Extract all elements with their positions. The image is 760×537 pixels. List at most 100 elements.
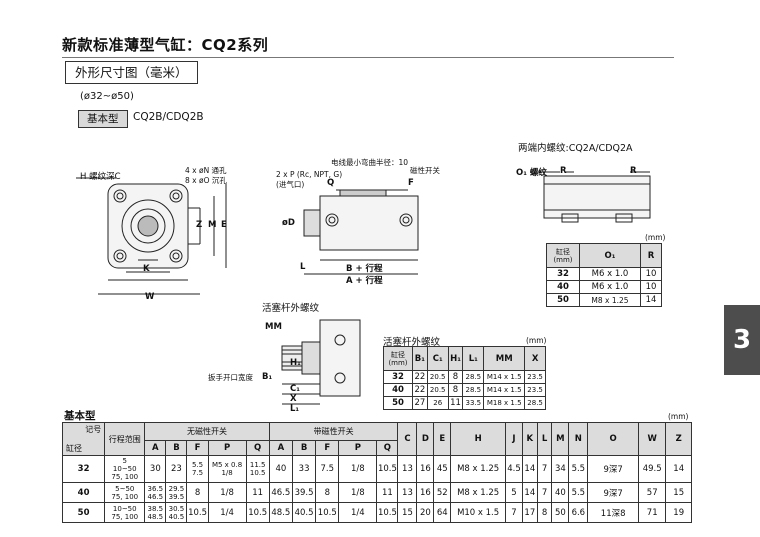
main-row-ns-f: 10.5 — [186, 502, 209, 523]
o1-row-o1: M6 x 1.0 — [579, 267, 641, 281]
rod-row-l1: 28.5 — [462, 370, 485, 384]
rod-table-header-x: X — [524, 346, 546, 371]
side-view-drawing — [303, 189, 419, 275]
main-row-bore: 40 — [61, 482, 106, 503]
main-row-ws-p: 1/4 — [338, 502, 378, 523]
main-table-header-ns-b: B — [165, 440, 188, 456]
main-table-unit: (mm) — [668, 412, 689, 421]
side-a-stroke-label: A + 行程 — [346, 276, 383, 286]
rod-c1-label: C₁ — [290, 384, 300, 394]
main-row-d: 20 — [416, 502, 435, 523]
main-row-m: 50 — [551, 502, 570, 523]
side-wire-radius-label: 电线最小弯曲半径：10 — [331, 158, 409, 167]
page-title: 新款标准薄型气缸：CQ2系列 — [62, 36, 269, 54]
main-table-header-j: J — [505, 422, 523, 456]
rod-mm-label: MM — [265, 322, 282, 332]
main-row-n: 5.5 — [568, 482, 589, 503]
main-row-ns-p: 1/8 — [207, 482, 247, 503]
main-row-o: 9深7 — [587, 482, 639, 503]
main-row-ws-f: 10.5 — [315, 502, 340, 523]
main-row-ns-q: 11 — [245, 482, 270, 503]
main-table-title: 基本型 — [64, 410, 96, 422]
rod-x-label: X — [290, 394, 297, 404]
rod-table-unit: (mm) — [526, 336, 547, 345]
main-row-w: 57 — [637, 482, 667, 503]
title-divider — [62, 57, 674, 58]
rod-row-b1: 22 — [412, 370, 428, 384]
o1-row-r: 14 — [640, 293, 662, 307]
main-row-ws-a: 40 — [268, 455, 293, 483]
main-row-ws-a: 48.5 — [268, 502, 293, 523]
main-row-c: 15 — [397, 502, 418, 523]
rod-row-b1: 22 — [412, 383, 428, 397]
o1-table-unit: (mm) — [645, 233, 666, 242]
main-row-j: 5 — [505, 482, 523, 503]
main-table-header-ws-f: F — [315, 440, 340, 456]
rod-l1-label: L₁ — [290, 404, 300, 414]
main-table-header-ns-p: P — [207, 440, 247, 456]
main-row-ws-b: 39.5 — [291, 482, 317, 503]
main-table-header-stroke: 行程范围 — [104, 422, 146, 456]
basic-type-tag: 基本型 — [78, 110, 128, 128]
o1-row-r: 10 — [640, 267, 662, 281]
rod-row-c1: 20.5 — [426, 370, 449, 384]
main-row-o: 11深8 — [587, 502, 639, 523]
main-row-e: 64 — [433, 502, 452, 523]
main-table-header-ns-a: A — [144, 440, 167, 456]
main-row-j: 4.5 — [505, 455, 523, 483]
side-port-note: (进气口) — [276, 180, 305, 189]
main-row-e: 52 — [433, 482, 452, 503]
main-row-o: 9深7 — [587, 455, 639, 483]
main-row-m: 34 — [551, 455, 570, 483]
side-b-stroke-label: B + 行程 — [346, 264, 383, 274]
rod-table-title: 活塞杆外螺纹 — [383, 337, 441, 348]
both-ends-title: 两端内螺纹:CQ2A/CDQ2A — [518, 143, 633, 154]
front-view-drawing — [76, 177, 227, 295]
main-row-ns-q: 10.5 — [245, 502, 270, 523]
rod-table-header-bore: 缸径(mm) — [383, 346, 413, 371]
front-e-label: E — [221, 220, 227, 230]
main-row-z: 15 — [665, 482, 692, 503]
rod-row-bore: 32 — [383, 370, 413, 384]
o1-row-o1: M6 x 1.0 — [579, 280, 641, 294]
rod-wrench-label: 扳手开口宽度 — [208, 373, 253, 382]
both-ends-o1-label: O₁ 螺纹 — [516, 168, 547, 178]
main-table-corner: 记号 缸径 — [61, 422, 106, 456]
rod-table-header-h1: H₁ — [447, 346, 464, 371]
main-row-bore: 50 — [61, 502, 106, 523]
main-table: 记号 缸径 行程范围 无磁性开关 带磁性开关 C D E H J K L M N… — [61, 422, 692, 523]
o1-row-r: 10 — [640, 280, 662, 294]
main-row-k: 14 — [521, 455, 538, 483]
front-k-label: K — [143, 264, 150, 274]
rod-row-h1: 11 — [447, 396, 464, 410]
main-table-header-c: C — [397, 422, 418, 456]
side-q-label: Q — [327, 178, 335, 188]
main-row-d: 16 — [416, 482, 435, 503]
main-row-z: 19 — [665, 502, 692, 523]
o1-row-bore: 32 — [546, 267, 580, 281]
main-row-ws-q: 11 — [376, 482, 399, 503]
rod-row-bore: 40 — [383, 383, 413, 397]
main-table-header-with-switch: 带磁性开关 — [268, 422, 399, 441]
main-row-strokes: 5~50 75, 100 — [104, 482, 146, 503]
o1-table-header-r: R — [640, 243, 662, 268]
both-ends-drawing — [530, 171, 651, 223]
main-row-ws-f: 8 — [315, 482, 340, 503]
rod-row-mm: M14 x 1.5 — [483, 370, 526, 384]
main-row-ws-p: 1/8 — [338, 455, 378, 483]
main-row-d: 16 — [416, 455, 435, 483]
main-row-l: 7 — [536, 455, 553, 483]
side-od-label: øD — [282, 218, 295, 228]
main-row-ws-b: 40.5 — [291, 502, 317, 523]
basic-type-models: CQ2B/CDQ2B — [133, 111, 204, 123]
main-row-m: 40 — [551, 482, 570, 503]
main-table-header-h: H — [450, 422, 507, 456]
main-table-header-z: Z — [665, 422, 692, 456]
main-row-ws-p: 1/8 — [338, 482, 378, 503]
main-row-z: 14 — [665, 455, 692, 483]
